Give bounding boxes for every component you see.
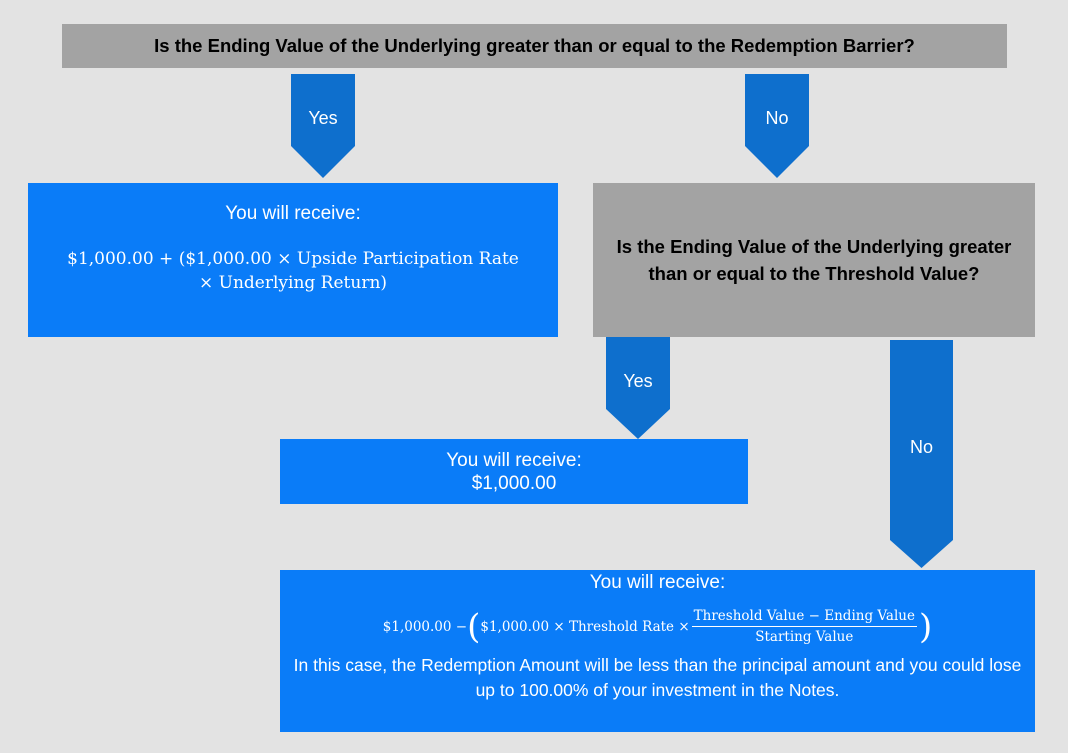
result-3-note: In this case, the Redemption Amount will… <box>293 655 1022 700</box>
fraction: Threshold Value − Ending Value Starting … <box>691 608 917 645</box>
question-1-text: Is the Ending Value of the Underlying gr… <box>154 35 915 56</box>
result-3-formula: $1,000.00 − ( $1,000.00 × Threshold Rate… <box>280 608 1035 645</box>
result-3-formula-left: $1,000.00 − <box>382 618 468 635</box>
result-1-heading: You will receive: <box>225 203 361 224</box>
result-1-formula-line-2: × Underlying Return) <box>198 273 388 293</box>
question-2-text: Is the Ending Value of the Underlying gr… <box>616 236 1012 284</box>
arrow-q1-yes: Yes <box>291 74 355 178</box>
fraction-numerator: Threshold Value − Ending Value <box>691 608 917 627</box>
question-threshold-value: Is the Ending Value of the Underlying gr… <box>593 183 1035 337</box>
result-loss-payment: You will receive: $1,000.00 − ( $1,000.0… <box>280 570 1035 732</box>
arrow-q1-no: No <box>745 74 809 178</box>
arrow-q1-yes-label: Yes <box>308 108 338 128</box>
question-redemption-barrier: Is the Ending Value of the Underlying gr… <box>62 24 1007 68</box>
arrow-q2-no: No <box>890 340 953 568</box>
result-2-amount: $1,000.00 <box>471 472 557 494</box>
result-principal-payment: You will receive: $1,000.00 <box>280 439 748 504</box>
arrow-q1-no-label: No <box>765 108 789 128</box>
arrow-q2-yes-label: Yes <box>623 371 653 391</box>
arrow-q2-no-label: No <box>909 437 933 457</box>
result-3-heading: You will receive: <box>589 572 726 593</box>
result-2-heading: You will receive: <box>446 449 582 471</box>
result-3-formula-inner: $1,000.00 × Threshold Rate × <box>480 618 690 635</box>
right-paren-glyph: ) <box>918 606 933 647</box>
result-1-formula-line-1: $1,000.00 + ($1,000.00 × Upside Particip… <box>67 249 519 269</box>
result-upside-payment: You will receive: $1,000.00 + ($1,000.00… <box>28 183 558 337</box>
arrow-q2-yes: Yes <box>606 337 670 439</box>
fraction-denominator: Starting Value <box>755 629 854 645</box>
left-paren-glyph: ( <box>467 606 481 647</box>
